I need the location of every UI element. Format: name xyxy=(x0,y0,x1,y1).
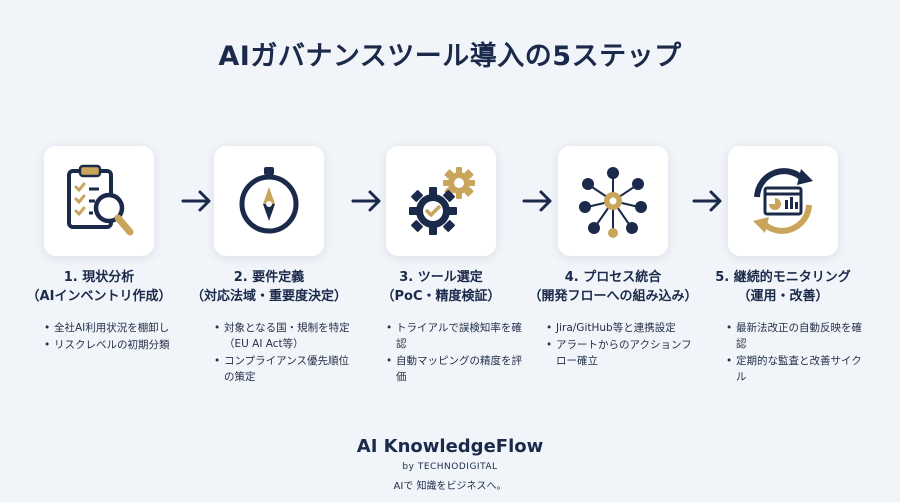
brand-tagline: AIで 知識をビジネスへ。 xyxy=(393,481,507,492)
monitoring-cycle-icon xyxy=(753,168,813,234)
list-item: 自動マッピングの精度を評価 xyxy=(386,353,522,385)
brand-name: AI KnowledgeFlow xyxy=(356,436,544,457)
step-4-card xyxy=(558,146,668,256)
step-4-title: 4. プロセス統合 （開発フローへの組み込み） xyxy=(528,270,698,304)
list-item: 全社AI利用状況を棚卸し xyxy=(44,320,194,336)
step-2-bullets: 対象となる国・規制を特定（EU AI Act等） コンプライアンス優先順位の策定 xyxy=(214,320,358,386)
step-5-title: 5. 継続的モニタリング （運用・改善） xyxy=(715,270,851,304)
step-1-bullets: 全社AI利用状況を棚卸し リスクレベルの初期分類 xyxy=(44,320,194,354)
step-1-card xyxy=(44,146,154,256)
list-item: トライアルで誤検知率を確認 xyxy=(386,320,522,352)
integration-hub-icon xyxy=(579,167,647,238)
list-item: コンプライアンス優先順位の策定 xyxy=(214,353,358,385)
arrow-right-icon xyxy=(692,190,722,212)
arrow-right-icon xyxy=(522,190,552,212)
list-item: 最新法改正の自動反映を確認 xyxy=(726,320,862,352)
step-1-title: 1. 現状分析 （AIインベントリ作成） xyxy=(26,270,172,304)
step-2-card xyxy=(214,146,324,256)
list-item: アラートからのアクションフロー確立 xyxy=(546,337,696,369)
brand-byline: by TECHNODIGITAL xyxy=(402,462,498,472)
gears-check-icon xyxy=(409,167,475,235)
step-4-bullets: Jira/GitHub等と連携設定 アラートからのアクションフロー確立 xyxy=(546,320,696,370)
step-5-card xyxy=(728,146,838,256)
step-2-title: 2. 要件定義 （対応法域・重要度決定） xyxy=(190,270,347,304)
arrow-right-icon xyxy=(351,190,381,212)
step-3-card xyxy=(386,146,496,256)
list-item: 対象となる国・規制を特定（EU AI Act等） xyxy=(214,320,358,352)
list-item: Jira/GitHub等と連携設定 xyxy=(546,320,696,336)
list-item: リスクレベルの初期分類 xyxy=(44,337,194,353)
arrow-right-icon xyxy=(181,190,211,212)
clipboard-magnifier-icon xyxy=(67,164,134,236)
step-5-bullets: 最新法改正の自動反映を確認 定期的な監査と改善サイクル xyxy=(726,320,862,386)
compass-icon xyxy=(239,167,299,234)
page-title: AIガバナンスツール導入の5ステップ xyxy=(218,41,682,72)
step-3-bullets: トライアルで誤検知率を確認 自動マッピングの精度を評価 xyxy=(386,320,522,386)
step-3-title: 3. ツール選定 （PoC・精度検証） xyxy=(381,270,501,304)
list-item: 定期的な監査と改善サイクル xyxy=(726,353,862,385)
